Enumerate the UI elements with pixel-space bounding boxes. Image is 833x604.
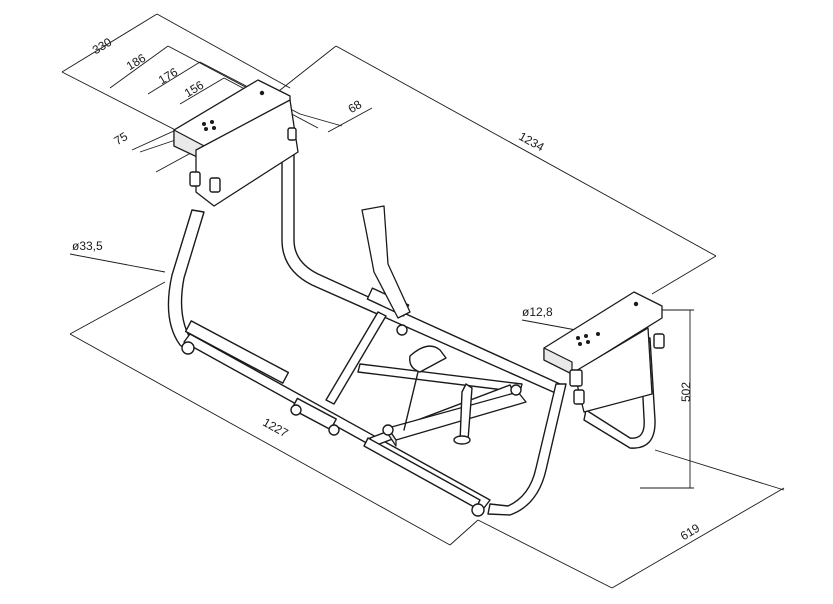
- hitch-bar: [387, 391, 527, 441]
- inner-bar-3: [363, 437, 481, 509]
- dim-186: 186: [124, 51, 149, 73]
- dim-156: 156: [182, 78, 207, 100]
- dim-hole-diameter: ø12,8: [522, 305, 553, 319]
- dim-75: 75: [112, 129, 131, 148]
- dim-330: 330: [90, 35, 115, 57]
- dim-176: 176: [156, 65, 181, 87]
- sleeve-3: [184, 320, 290, 384]
- hitch-pin: [459, 383, 473, 443]
- bolts: [181, 324, 522, 517]
- dim-tube-diameter: ø33,5: [72, 239, 103, 253]
- dim-1234: 1234: [516, 129, 546, 154]
- inner-bar-1: [325, 311, 387, 405]
- dimension-labels: 330 186 176 156 68 75 1234 ø33,5 ø12,8 1…: [72, 35, 702, 543]
- brackets: [173, 79, 665, 447]
- dim-68: 68: [346, 97, 365, 116]
- cross-tube: [357, 363, 523, 393]
- dim-619: 619: [678, 521, 703, 543]
- dim-1227: 1227: [260, 415, 290, 440]
- dim-502: 502: [679, 382, 693, 402]
- sleeve-2: [291, 397, 337, 431]
- right-upright: [487, 383, 567, 516]
- hitch-arm: [409, 345, 447, 373]
- rear-post: [361, 205, 411, 319]
